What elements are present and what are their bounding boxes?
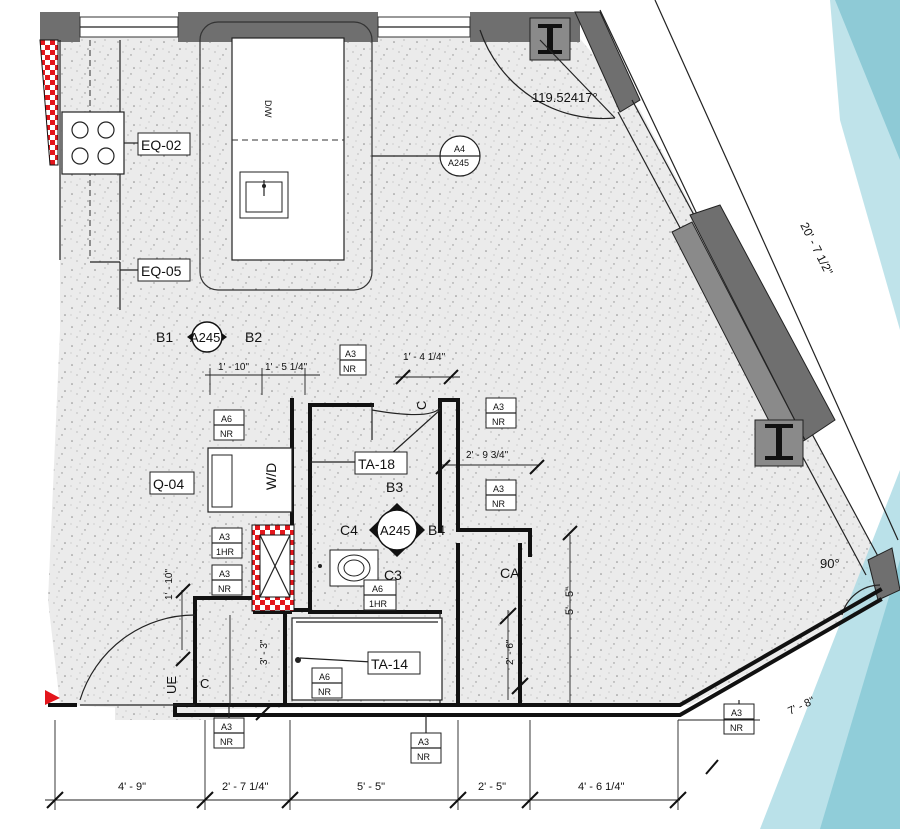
svg-text:NR: NR	[492, 499, 505, 509]
wall-tag-11: A3 NR	[723, 703, 755, 735]
svg-text:NR: NR	[417, 752, 430, 762]
steel-column-right	[754, 419, 804, 467]
closet-door-swing	[79, 614, 196, 701]
svg-text:A3: A3	[731, 708, 742, 718]
wall-tag-3: A3 NR	[485, 397, 517, 429]
section-b2-label: B2	[245, 329, 262, 345]
svg-text:A3: A3	[219, 569, 230, 579]
wall-tag-10: A3 NR	[410, 732, 442, 764]
eq02-tag	[137, 132, 191, 156]
wall-tag-7: A6 1HR	[363, 579, 397, 611]
section-c-left: C4	[340, 522, 358, 538]
section-marker-b	[187, 321, 227, 353]
washer-dryer-label: W/D	[263, 463, 279, 490]
fixture-ca-label: CA	[500, 565, 520, 581]
eq05-tag	[137, 258, 191, 282]
wall-tag-5: A3 1HR	[211, 527, 243, 559]
dim-d4: 2' - 9 3/4"	[466, 450, 509, 461]
wall-tag-1: A3 NR	[339, 344, 367, 376]
svg-text:NR: NR	[730, 723, 743, 733]
detail-callout-top: A4	[454, 144, 465, 154]
dim-bottom-1: 4' - 9"	[118, 781, 146, 793]
svg-text:A3: A3	[493, 484, 504, 494]
dim-d8: 5' - 5"	[564, 587, 576, 615]
wall-tag-8: A6 NR	[311, 667, 343, 699]
floor-area-left	[115, 300, 215, 720]
fixture-c-left-label: C	[200, 676, 209, 691]
svg-text:A6: A6	[319, 672, 330, 682]
ta14-tag	[367, 651, 421, 675]
dim-bottom-4: 2' - 5"	[478, 781, 506, 793]
section-b1-label: B1	[156, 329, 173, 345]
dim-bottom-2: 2' - 7 1/4"	[222, 781, 268, 793]
ta18-label: TA-18	[358, 456, 395, 472]
dim-d1: 1' - 10"	[218, 362, 249, 373]
diagonal-wall	[574, 11, 641, 113]
cooktop	[61, 111, 125, 175]
dishwasher-label: D/W	[263, 100, 273, 118]
bath-door-swing	[371, 407, 441, 416]
svg-text:NR: NR	[218, 584, 231, 594]
dim-d5: 1' - 10"	[164, 569, 175, 600]
svg-text:A3: A3	[345, 349, 356, 359]
dim-d6: 3' - 3"	[259, 639, 270, 665]
wall-tag-4: A3 NR	[485, 479, 517, 511]
section-b-ref: A245	[190, 330, 220, 345]
svg-text:1HR: 1HR	[369, 599, 388, 609]
fixture-ue-label: UE	[164, 676, 179, 694]
section-c-top: B3	[386, 479, 403, 495]
angle-right-label: 90°	[820, 556, 840, 571]
svg-text:A3: A3	[221, 722, 232, 732]
detail-callout-bottom: A245	[448, 158, 469, 168]
svg-text:NR: NR	[492, 417, 505, 427]
svg-text:NR: NR	[220, 737, 233, 747]
dim-bottom-5: 4' - 6 1/4"	[578, 781, 624, 793]
steel-column-corner	[867, 547, 900, 601]
eq02-label: EQ-02	[141, 137, 182, 153]
svg-text:A6: A6	[372, 584, 383, 594]
svg-text:A3: A3	[219, 532, 230, 542]
ta14-label: TA-14	[371, 656, 408, 672]
angle-top-label: 119.52417°	[532, 90, 598, 105]
dim-d3: 1' - 4 1/4"	[403, 352, 446, 363]
top-wall-left	[40, 12, 80, 42]
accent-triangle-bottom-dark	[820, 560, 900, 829]
detail-callout	[439, 135, 481, 177]
dim-d10: 20' - 7 1/2"	[797, 220, 835, 277]
svg-text:NR: NR	[318, 687, 331, 697]
bottom-dimension-string	[45, 719, 760, 810]
left-stub	[45, 690, 60, 705]
svg-text:1HR: 1HR	[216, 547, 235, 557]
svg-text:A3: A3	[493, 402, 504, 412]
left-wall-hatch	[39, 39, 59, 166]
top-door-swing	[479, 29, 616, 120]
fixture-c-top-label: C	[414, 401, 429, 410]
dim-bottom-3: 5' - 5"	[357, 781, 385, 793]
dim-d7: 2' - 6"	[505, 639, 516, 665]
wall-tag-6: A3 NR	[211, 564, 243, 596]
lavatory-sink	[318, 549, 379, 587]
washer-dryer	[207, 447, 293, 513]
svg-text:NR: NR	[343, 364, 356, 374]
top-wall-mid	[178, 12, 378, 42]
dim-d2: 1' - 5 1/4"	[265, 362, 308, 373]
section-c-ref: A245	[380, 523, 410, 538]
section-marker-c	[369, 503, 425, 557]
diagonal-wall-panel-inner	[671, 221, 806, 453]
section-c-right: B4	[428, 522, 445, 538]
eq04-tag	[149, 471, 195, 495]
svg-text:NR: NR	[220, 429, 233, 439]
accent-triangle-light	[830, 0, 900, 330]
wall-tag-2: A6 NR	[213, 409, 245, 441]
steel-column-top	[529, 17, 571, 61]
section-c-bottom: C3	[384, 567, 402, 583]
kitchen-island	[199, 21, 373, 291]
wall-tag-9: A3 NR	[213, 717, 245, 749]
svg-text:A3: A3	[418, 737, 429, 747]
eq04-label: Q-04	[153, 476, 184, 492]
eq05-label: EQ-05	[141, 263, 182, 279]
ta18-tag	[354, 451, 408, 475]
svg-text:A6: A6	[221, 414, 232, 424]
